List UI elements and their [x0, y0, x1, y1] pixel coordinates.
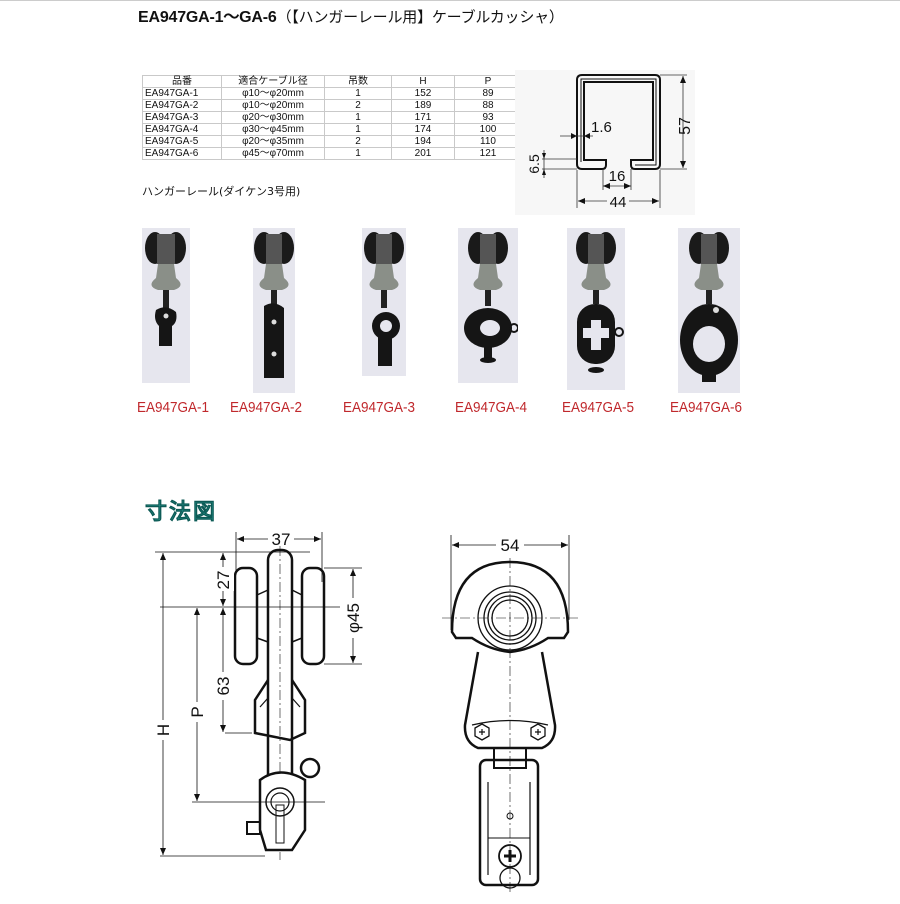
header-p: P	[454, 75, 522, 88]
table-row: EA947GA-1 φ10～φ20mm 1 152 89	[142, 87, 522, 100]
side-width-label: 37	[272, 530, 291, 549]
cell-p: 88	[454, 99, 522, 112]
cell-h: 201	[391, 147, 455, 160]
cell-cable: φ10～φ20mm	[221, 87, 325, 100]
cell-cable: φ20～φ35mm	[221, 135, 325, 148]
rail-width-label: 44	[610, 194, 627, 211]
product-label-6: EA947GA-6	[670, 399, 743, 416]
cell-count: 1	[324, 111, 392, 124]
h-label: H	[154, 724, 173, 736]
cell-h: 174	[391, 123, 455, 136]
pitch-label: 63	[214, 677, 233, 696]
page-title: EA947GA-1～GA-6（【ハンガーレール用】ケーブルカッシャ）	[138, 3, 564, 27]
cell-count: 1	[324, 87, 392, 100]
product-label-1: EA947GA-1	[137, 399, 210, 416]
cell-h: 194	[391, 135, 455, 148]
header-cable: 適合ケーブル径	[221, 75, 325, 88]
product-label-3: EA947GA-3	[343, 399, 416, 416]
product-label-4: EA947GA-4	[455, 399, 528, 416]
cell-p: 89	[454, 87, 522, 100]
cell-h: 189	[391, 99, 455, 112]
cell-h: 171	[391, 111, 455, 124]
table-row: EA947GA-6 φ45～φ70mm 1 201 121	[142, 147, 522, 160]
cell-cable: φ45～φ70mm	[221, 147, 325, 160]
cell-cable: φ10～φ20mm	[221, 99, 325, 112]
product-photo-5	[567, 228, 625, 390]
rail-height-label: 57	[677, 117, 694, 135]
cell-p: 93	[454, 111, 522, 124]
cell-cable: φ20～φ30mm	[221, 111, 325, 124]
table-row: EA947GA-3 φ20～φ30mm 1 171 93	[142, 111, 522, 124]
product-photo-6	[678, 228, 740, 393]
product-photo-4	[458, 228, 518, 383]
cell-part: EA947GA-4	[142, 123, 222, 136]
cell-p: 121	[454, 147, 522, 160]
product-photo-2	[253, 228, 295, 393]
cell-part: EA947GA-6	[142, 147, 222, 160]
top-divider	[0, 0, 900, 1]
table-row: EA947GA-4 φ30～φ45mm 1 174 100	[142, 123, 522, 136]
cell-part: EA947GA-3	[142, 111, 222, 124]
spec-table: 品番 適合ケーブル径 吊数 H P EA947GA-1 φ10～φ20mm 1 …	[142, 75, 522, 160]
cell-p: 100	[454, 123, 522, 136]
cell-h: 152	[391, 87, 455, 100]
product-label-2: EA947GA-2	[230, 399, 303, 416]
rail-cross-section-diagram: 57 1.6 6.5 16 44	[515, 70, 695, 215]
wheel-diameter-label: φ45	[344, 603, 363, 633]
cell-count: 2	[324, 135, 392, 148]
product-photo-3	[362, 228, 406, 376]
product-label-5: EA947GA-5	[562, 399, 635, 416]
rail-thickness-label: 1.6	[591, 119, 612, 136]
product-photo-1	[142, 228, 190, 383]
dimension-heading: 寸法図	[145, 500, 218, 526]
side-view-drawing: 37 φ45 27 63 P H	[140, 520, 390, 900]
rail-opening-label: 16	[609, 168, 626, 185]
cell-count: 2	[324, 99, 392, 112]
front-view-drawing: 54	[430, 520, 610, 900]
cell-cable: φ30～φ45mm	[221, 123, 325, 136]
top-offset-label: 27	[214, 571, 233, 590]
header-h: H	[391, 75, 455, 88]
p-label: P	[188, 706, 207, 717]
title-description: （【ハンガーレール用】ケーブルカッシャ）	[276, 8, 564, 26]
cell-count: 1	[324, 123, 392, 136]
table-row: EA947GA-5 φ20～φ35mm 2 194 110	[142, 135, 522, 148]
table-header-row: 品番 適合ケーブル径 吊数 H P	[142, 75, 522, 88]
header-count: 吊数	[324, 75, 392, 88]
cell-count: 1	[324, 147, 392, 160]
cell-part: EA947GA-2	[142, 99, 222, 112]
title-model: EA947GA-1～GA-6	[138, 9, 277, 26]
front-width-label: 54	[501, 536, 520, 555]
cell-part: EA947GA-5	[142, 135, 222, 148]
header-part: 品番	[142, 75, 222, 88]
cell-p: 110	[454, 135, 522, 148]
rail-note: ハンガーレール(ダイケン3号用)	[142, 185, 301, 198]
cell-part: EA947GA-1	[142, 87, 222, 100]
table-row: EA947GA-2 φ10～φ20mm 2 189 88	[142, 99, 522, 112]
rail-lip-label: 6.5	[526, 154, 542, 174]
